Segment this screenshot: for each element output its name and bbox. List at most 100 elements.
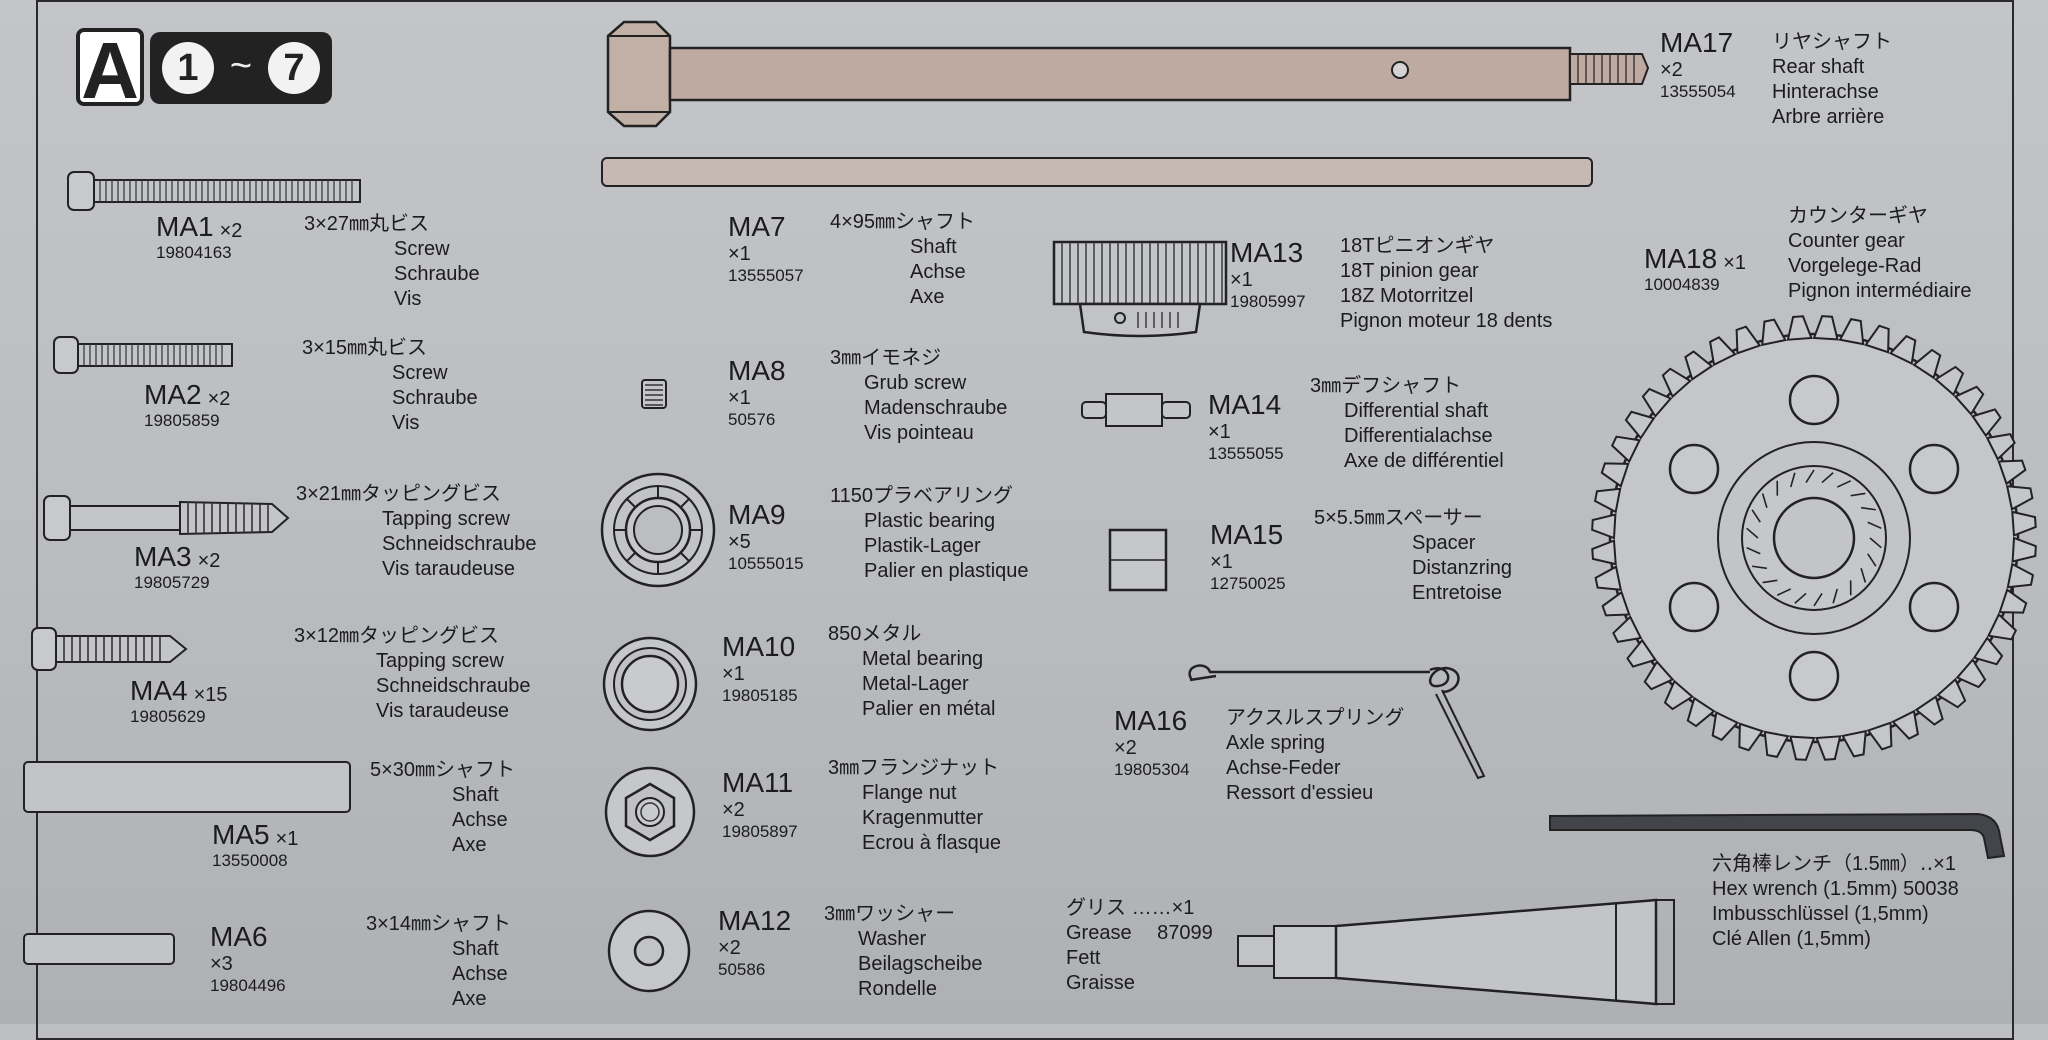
gear-tooth <box>1814 316 1838 339</box>
ma4-part-number: 19805629 <box>130 707 228 727</box>
ma13-desc-jp: 18Tピニオンギヤ <box>1340 234 1552 259</box>
screw-27mm-drawing <box>66 168 366 214</box>
ma11-qty: ×2 <box>722 798 798 822</box>
ma3-code: MA3 <box>134 541 192 572</box>
ma18-desc-fr: Pignon intermédiaire <box>1788 279 1971 304</box>
ma13-code-block: MA13 ×1 19805997 <box>1230 238 1306 312</box>
ma1-part-number: 19804163 <box>156 243 242 263</box>
ma8-desc-de: Madenschraube <box>830 396 1007 421</box>
ma2-description: 3×15㎜丸ビス Screw Schraube Vis <box>302 336 478 436</box>
ma5-code: MA5 <box>212 819 270 850</box>
ma3-desc-fr: Vis taraudeuse <box>296 557 537 582</box>
range-separator: ~ <box>222 40 260 92</box>
step-letter: A <box>80 26 140 116</box>
screw-15mm-drawing <box>52 333 236 377</box>
ma14-desc-de: Differentialachse <box>1310 424 1504 449</box>
ma18-code-block: MA18×1 10004839 <box>1644 244 1746 295</box>
ma4-desc-en: Tapping screw <box>294 649 531 674</box>
step-letter-badge: A <box>76 28 144 106</box>
ma16-desc-fr: Ressort d'essieu <box>1226 781 1404 806</box>
ma12-desc-de: Beilagscheibe <box>824 952 983 977</box>
ma6-desc-de: Achse <box>366 962 511 987</box>
ma4-desc-de: Schneidschraube <box>294 674 531 699</box>
ma7-code-block: MA7 ×1 13555057 <box>728 212 804 286</box>
ma10-desc-jp: 850メタル <box>828 622 995 647</box>
grease-name-de: Fett <box>1066 946 1213 971</box>
range-end: 7 <box>268 42 320 94</box>
ma7-part-number: 13555057 <box>728 266 804 286</box>
ma16-desc-de: Achse-Feder <box>1226 756 1404 781</box>
gear-tooth <box>1817 736 1840 759</box>
ma8-desc-fr: Vis pointeau <box>830 421 1007 446</box>
gear-tooth <box>1762 320 1785 345</box>
ma10-description: 850メタル Metal bearing Metal-Lager Palier … <box>828 622 995 722</box>
ma5-description: 5×30㎜シャフト Shaft Achse Axe <box>370 758 515 858</box>
ma16-description: アクスルスプリング Axle spring Achse-Feder Ressor… <box>1226 706 1404 806</box>
ma15-desc-de: Distanzring <box>1314 556 1512 581</box>
ma10-desc-de: Metal-Lager <box>828 672 995 697</box>
ma8-desc-jp: 3㎜イモネジ <box>830 346 1007 371</box>
ma9-desc-jp: 1150プラベアリング <box>830 484 1029 509</box>
gear-tooth <box>1592 514 1615 538</box>
ma12-desc-fr: Rondelle <box>824 977 983 1002</box>
ma5-desc-de: Achse <box>370 808 515 833</box>
tapping-screw-21mm-drawing <box>42 492 292 544</box>
ma9-code: MA9 <box>728 499 786 530</box>
ma14-code: MA14 <box>1208 389 1281 420</box>
ma13-description: 18Tピニオンギヤ 18T pinion gear 18Z Motorritze… <box>1340 234 1552 334</box>
ma4-desc-jp: 3×12㎜タッピングビス <box>294 624 531 649</box>
ma5-desc-jp: 5×30㎜シャフト <box>370 758 515 783</box>
ma7-code: MA7 <box>728 211 786 242</box>
spacer-drawing <box>1108 528 1170 594</box>
ma13-desc-de: 18Z Motorritzel <box>1340 284 1552 309</box>
ma15-desc-jp: 5×5.5㎜スペーサー <box>1314 506 1512 531</box>
ma9-code-block: MA9 ×5 10555015 <box>728 500 804 574</box>
ma16-part-number: 19805304 <box>1114 760 1190 780</box>
ma10-code-block: MA10 ×1 19805185 <box>722 632 798 706</box>
ma11-description: 3㎜フランジナット Flange nut Kragenmutter Ecrou … <box>828 756 1001 856</box>
ma14-description: 3㎜デフシャフト Differential shaft Differential… <box>1310 374 1504 474</box>
wrench-name-en: Hex wrench (1.5mm) <box>1712 878 1898 900</box>
ma12-code-block: MA12 ×2 50586 <box>718 906 791 980</box>
ma4-desc-fr: Vis taraudeuse <box>294 699 531 724</box>
grease-part-number: 87099 <box>1157 922 1213 944</box>
ma3-desc-de: Schneidschraube <box>296 532 537 557</box>
gear-tooth <box>2012 512 2035 535</box>
ma15-description: 5×5.5㎜スペーサー Spacer Distanzring Entretois… <box>1314 506 1512 606</box>
ma10-desc-fr: Palier en métal <box>828 697 995 722</box>
grease-title: グリス <box>1066 897 1126 919</box>
ma17-code-block: MA17 ×2 13555054 <box>1660 28 1736 102</box>
ma1-desc-fr: Vis <box>304 287 480 312</box>
ma18-desc-de: Vorgelege-Rad <box>1788 254 1971 279</box>
ma16-desc-en: Axle spring <box>1226 731 1404 756</box>
ma16-qty: ×2 <box>1114 736 1190 760</box>
ma14-desc-en: Differential shaft <box>1310 399 1504 424</box>
ma11-part-number: 19805897 <box>722 822 798 842</box>
ma2-part-number: 19805859 <box>144 411 230 431</box>
ma17-desc-fr: Arbre arrière <box>1772 105 1892 130</box>
ma7-description: 4×95㎜シャフト Shaft Achse Axe <box>830 210 975 310</box>
ma14-desc-jp: 3㎜デフシャフト <box>1310 374 1504 399</box>
ma13-qty: ×1 <box>1230 268 1306 292</box>
grease-dots: …… <box>1132 897 1172 919</box>
grease-label: グリス ……×1 Grease 87099 Fett Graisse <box>1066 896 1213 996</box>
ma11-desc-jp: 3㎜フランジナット <box>828 756 1001 781</box>
grease-name-fr: Graisse <box>1066 971 1213 996</box>
ma6-desc-jp: 3×14㎜シャフト <box>366 912 511 937</box>
ma8-code-block: MA8 ×1 50576 <box>728 356 786 430</box>
gear-tooth <box>1592 541 1615 564</box>
ma11-desc-fr: Ecrou à flasque <box>828 831 1001 856</box>
ma5-code-block: MA5×1 13550008 <box>212 820 298 871</box>
shaft-95mm-drawing <box>600 156 1596 188</box>
ma15-code-block: MA15 ×1 12750025 <box>1210 520 1286 594</box>
ma18-desc-en: Counter gear <box>1788 229 1971 254</box>
gear-tooth <box>1790 737 1814 760</box>
ma17-desc-jp: リヤシャフト <box>1772 30 1892 55</box>
ma10-code: MA10 <box>722 631 795 662</box>
ma15-desc-en: Spacer <box>1314 531 1512 556</box>
ma1-desc-de: Schraube <box>304 262 480 287</box>
wrench-part-number: 50038 <box>1903 878 1959 900</box>
ma12-part-number: 50586 <box>718 960 791 980</box>
ma2-desc-de: Schraube <box>302 386 478 411</box>
